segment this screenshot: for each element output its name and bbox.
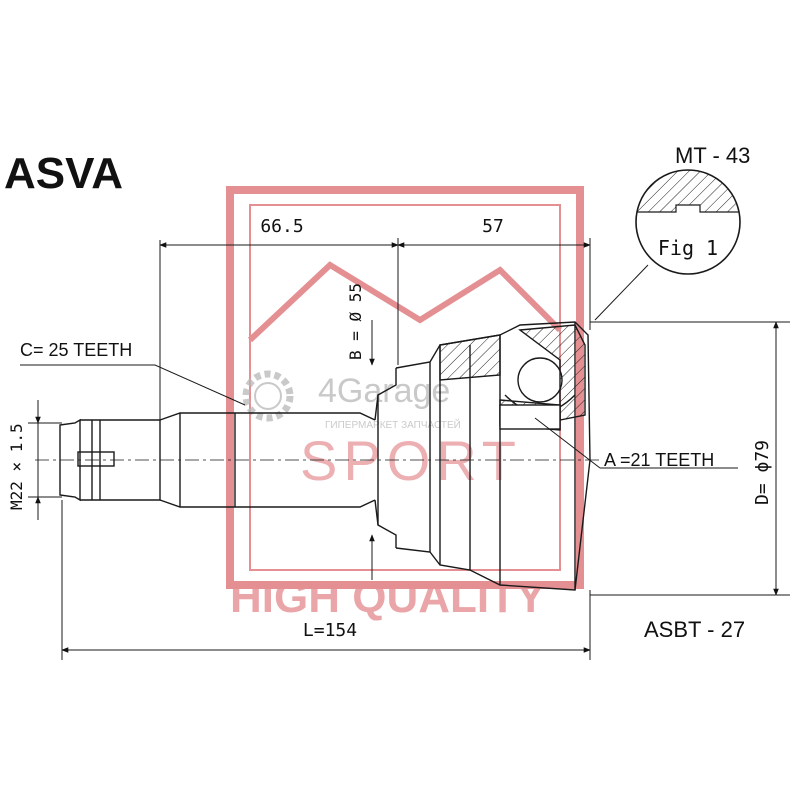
dim-total-length: L=154	[303, 620, 357, 641]
dim-right-length: 57	[482, 216, 504, 237]
part-number: MT - 43	[675, 143, 750, 168]
dim-left-length: 66.5	[260, 216, 303, 237]
dim-seal-diameter: B = Ø 55	[346, 283, 365, 360]
fig1-detail: Fig 1	[635, 169, 741, 275]
fig1-label: Fig 1	[658, 236, 718, 260]
dim-outer-diameter: D= ϕ79	[752, 440, 773, 505]
cv-joint-outline	[35, 321, 600, 591]
spline-inner-label: A =21 TEETH	[604, 450, 714, 470]
watermark-sport-text: SPORT	[300, 429, 522, 492]
site-watermark: 4Garage ГИПЕРМАРКЕТ ЗАПЧАСТЕЙ	[242, 370, 461, 431]
watermark-high-quality: HIGH QUALITY	[230, 573, 545, 622]
dim-thread: M22 × 1.5	[7, 423, 26, 510]
dimension-lines	[20, 238, 790, 660]
spline-outer-label: C= 25 TEETH	[20, 340, 132, 360]
site-subtitle: ГИПЕРМАРКЕТ ЗАПЧАСТЕЙ	[325, 418, 461, 431]
brand-title: ASVA	[4, 149, 123, 198]
gear-icon	[242, 370, 294, 422]
boot-kit-number: ASBT - 27	[644, 617, 745, 642]
